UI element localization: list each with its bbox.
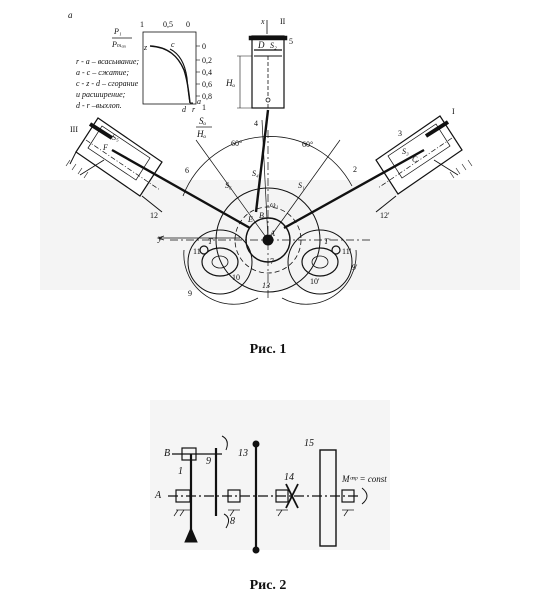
point-E: E [247,215,253,224]
point-C: C [412,155,418,164]
point-Tp: T' [324,237,330,246]
rod-left-label: S₆ [225,181,232,190]
figure-1-caption: Рис. 1 [249,342,287,357]
point-F: F [102,143,108,152]
num-7: 7 [270,257,274,266]
rod-mid-label: S₄ [252,169,259,178]
x-tick-05: 0,5 [163,20,173,29]
point-A: A [269,229,275,238]
ratio-den: Hₒ [196,129,206,139]
y-tick: 1 [202,103,206,112]
num-1: 1 [178,466,183,477]
stroke-height-label: Hₒ [225,78,235,88]
ratio-num: Sₒ [199,116,207,126]
indicator-frame [142,31,197,105]
num-11p: 11' [342,247,352,256]
num-12: 12 [150,211,158,220]
y-tick: 0 [202,42,206,51]
left-cam [199,245,239,277]
num-3: 3 [398,129,402,138]
y-axis-label: y [157,233,162,243]
point-D: D [257,40,265,50]
scan-shade [40,180,520,290]
y-tick: 0,8 [202,92,212,101]
x-tick-0: 0 [186,20,190,29]
combustion-curve [149,45,191,104]
point-B: B [259,211,264,220]
s2-label: S₂ [270,41,277,50]
rod-right-label: S₁ [298,181,305,190]
figure-1-engine-mechanism: а P₁ Pₘₐₓ 1 0,5 0 0 0,2 0,4 0,6 0,8 1 z … [40,10,520,305]
num-11: 11 [193,247,201,256]
num-13: 13 [238,448,248,459]
num-10: 10 [232,273,240,282]
clutch-14 [285,483,299,509]
legend-line: a - c – сжатие; [76,68,129,77]
num-15: 15 [304,438,314,449]
gear-10-circle [187,229,253,295]
point-c: c [171,40,175,49]
num-9: 9 [206,456,211,467]
pmax-label: Pₘₐₓ [111,40,126,49]
x-axis-label: x [260,17,265,26]
cylinder-II-label: II [280,17,286,26]
right-cam [301,245,341,277]
y-tick: 0,2 [202,56,212,65]
legend-line: и расширение; [76,90,126,99]
cylinder-right [375,115,473,195]
y-tick: 0,6 [202,80,212,89]
num-13: 13 [262,281,270,290]
num-9: 9 [188,289,192,298]
cylinder-III-label: III [70,125,78,134]
point-a: a [197,97,201,106]
s3-label: S₃ [402,147,409,156]
rod-right [283,148,425,230]
shaft-B-label: B [164,448,170,459]
panel-label: а [68,10,73,20]
num-14: 14 [284,472,294,483]
figure-2-caption: Рис. 2 [249,578,287,593]
figure-2-kinematic-scheme: B A 1 9 8 13 14 15 Mᶜⁿᵖ = const [0,392,536,562]
indicator-diagram: а P₁ Pₘₐₓ 1 0,5 0 0 0,2 0,4 0,6 0,8 1 z … [68,10,212,139]
num-9p: 9' [352,263,358,272]
y-tick: 0,4 [202,68,212,77]
point-T: T [208,237,213,246]
angle-label-left: 60° [231,139,242,148]
x-tick-1: 1 [140,20,144,29]
moment-label: Mᶜⁿᵖ = const [341,474,387,484]
moment-arrow [361,487,368,505]
point-d: d [182,105,187,114]
omega-label: ω₁ [270,200,279,209]
engine-diagram-svg: а P₁ Pₘₐₓ 1 0,5 0 0 0,2 0,4 0,6 0,8 1 z … [40,10,520,305]
num-2: 2 [353,165,357,174]
s5-label: S₅ [112,133,119,142]
num-5: 5 [289,37,293,46]
p1-label: P₁ [113,27,122,36]
flywheel-15 [319,449,337,547]
legend-line: r - a – всасывание; [76,57,139,66]
phase-legend: r - a – всасывание; a - c – сжатие; c - … [76,57,139,110]
num-8: 8 [230,516,235,527]
rod-vertical [254,109,270,213]
compression-curve [169,48,191,104]
kinematic-scheme-svg: B A 1 9 8 13 14 15 Mᶜⁿᵖ = const [150,400,390,554]
num-10p: 10' [310,277,320,286]
num-4: 4 [254,119,258,128]
legend-line: c - z - d – сгорание [76,79,139,88]
num-12p: 12' [380,211,390,220]
shaft-A-label: A [154,490,162,501]
gear-10p-circle [287,229,353,295]
cylinder-left [65,117,163,197]
cylinder-vertical: x II D S₂ 5 Hₒ 4 [225,17,293,128]
angle-label-right: 60° [302,140,313,149]
legend-line: d - r –выхлоп. [76,101,122,110]
rod-left [111,148,251,230]
link-1-base [184,526,198,543]
num-6: 6 [185,166,189,175]
point-r: r [192,105,196,114]
cylinder-I-label: I [452,107,455,116]
point-z: z [143,43,148,52]
